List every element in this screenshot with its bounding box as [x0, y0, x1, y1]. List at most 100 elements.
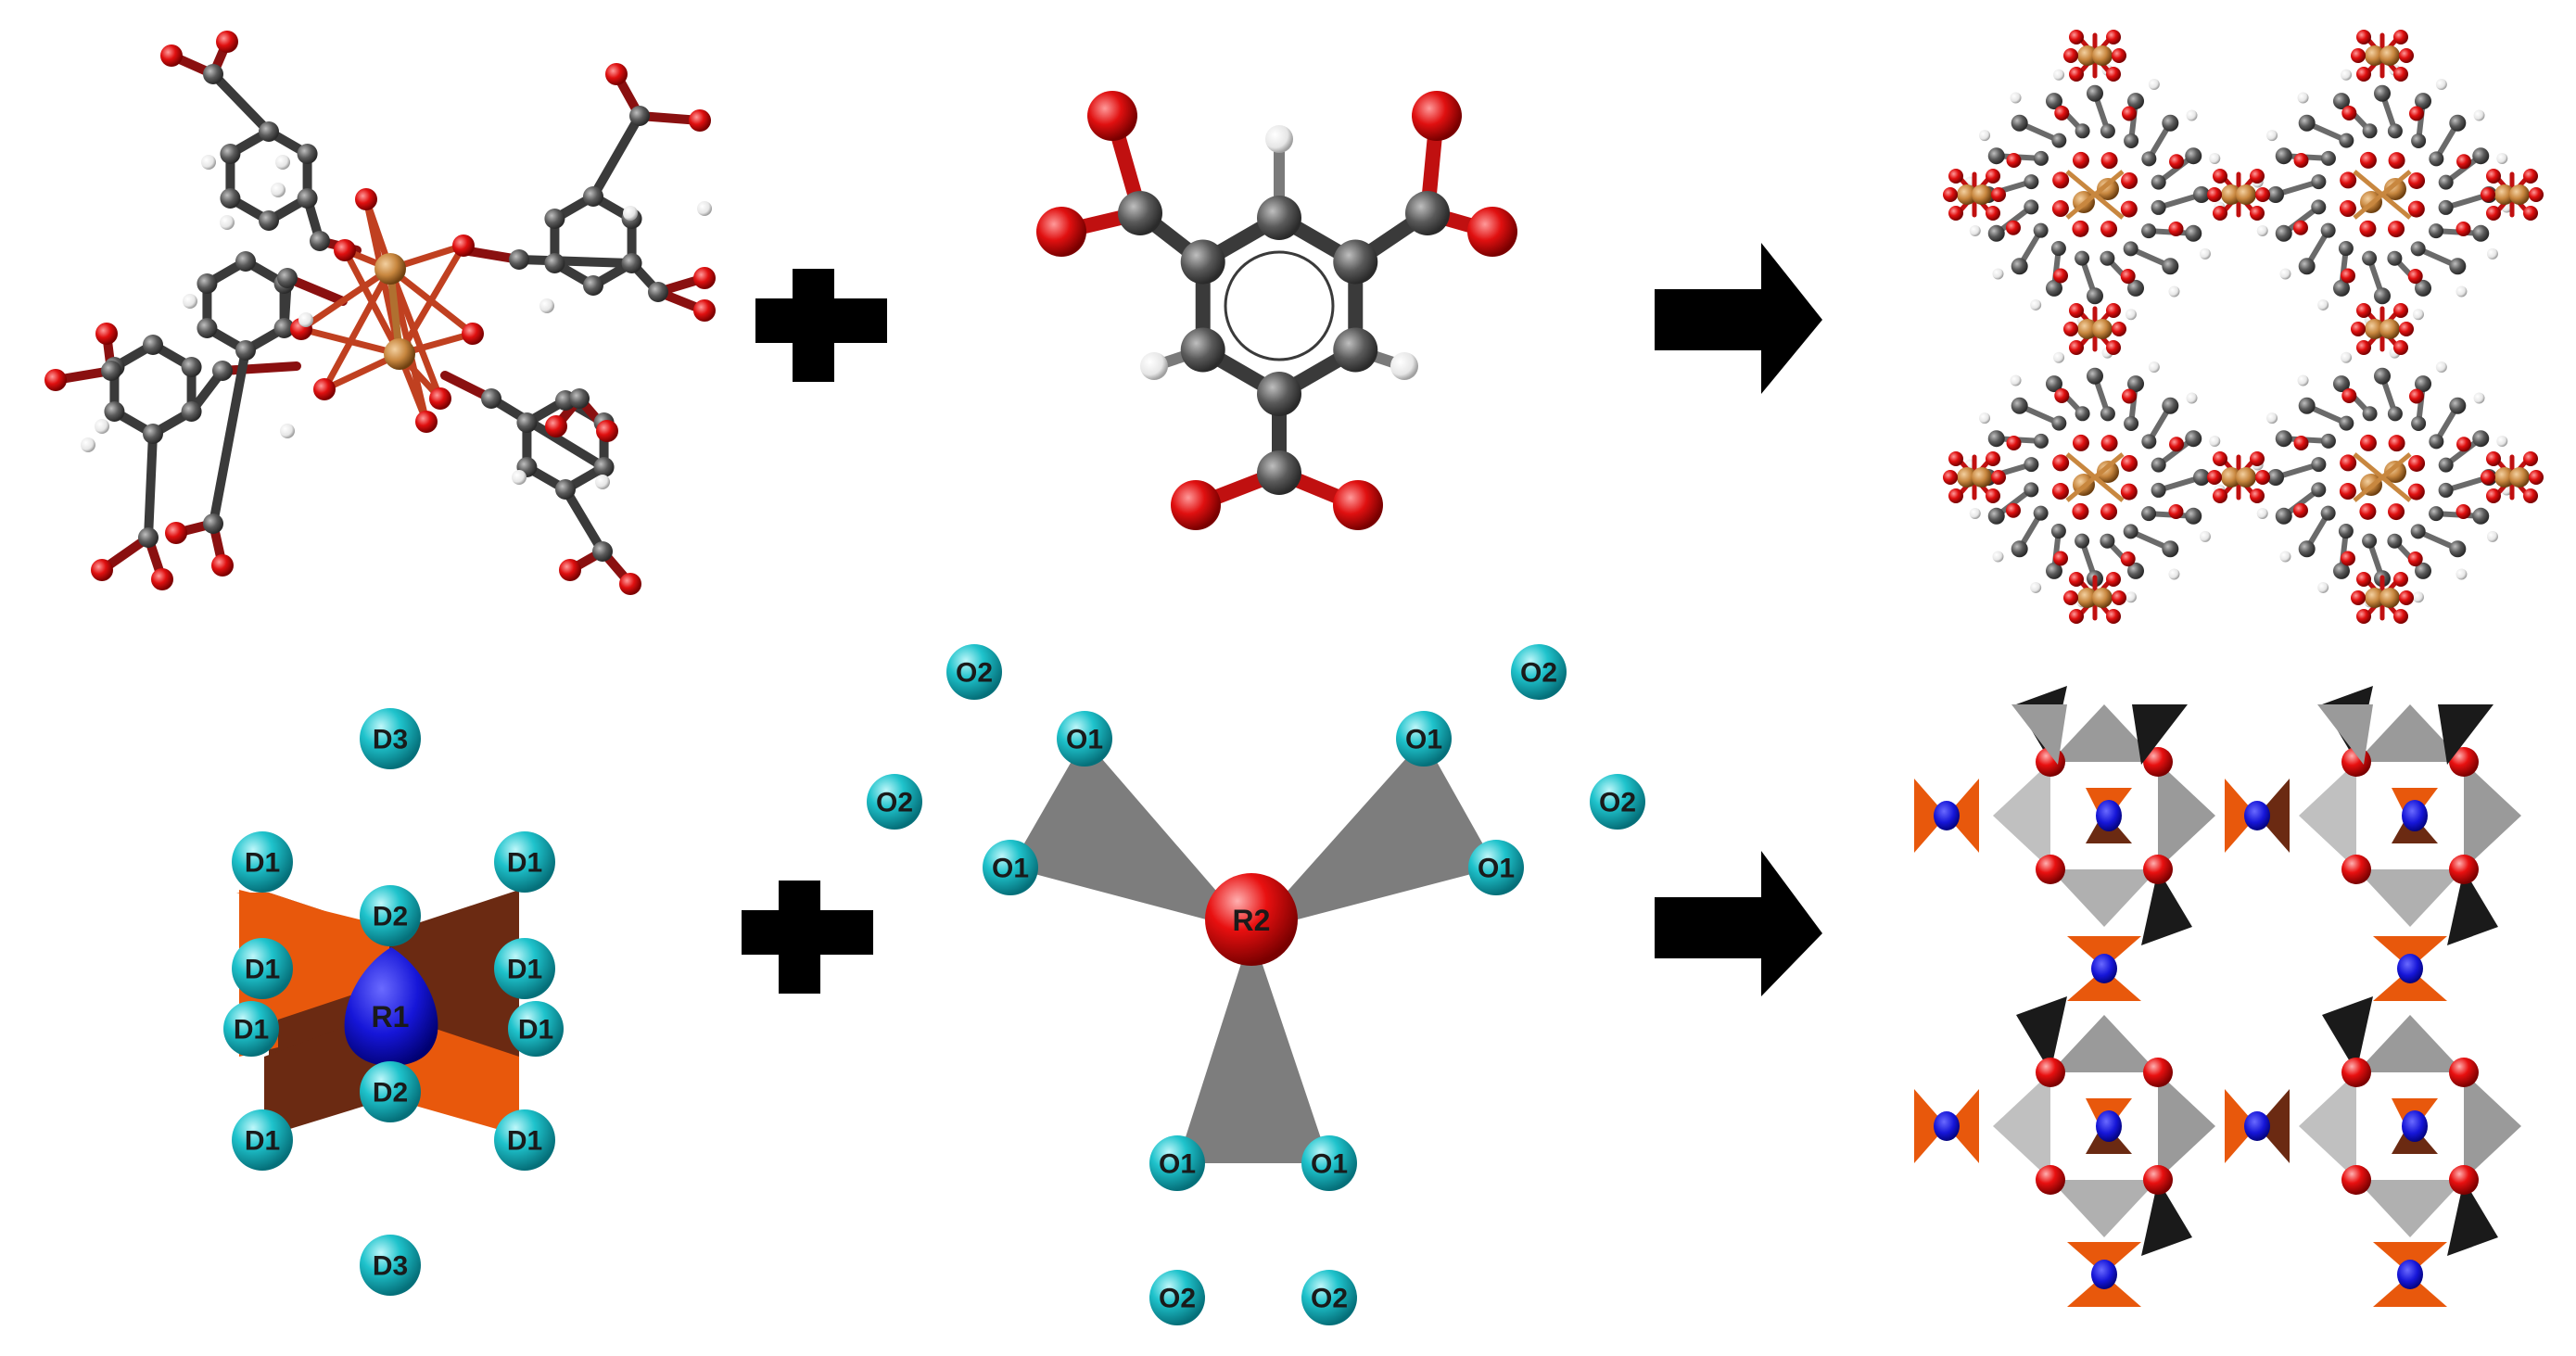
- carbon-atom: [2415, 562, 2432, 579]
- site-sphere: [1301, 1270, 1357, 1325]
- bond: [298, 325, 403, 358]
- paddlewheel-node: [2207, 169, 2270, 221]
- carbon-atom: [2011, 540, 2028, 558]
- oxygen-atom: [2120, 551, 2136, 567]
- carbon-atom: [101, 361, 121, 381]
- hydrogen-atom: [2010, 374, 2022, 387]
- carbon-atom: [2127, 93, 2145, 110]
- oxygen-atom: [2340, 454, 2357, 472]
- site-label: O2: [1159, 1284, 1196, 1314]
- carbon-atom: [2387, 406, 2403, 422]
- oxygen-atom: [2207, 470, 2222, 485]
- carbon-atom: [1257, 372, 1301, 416]
- oxygen-atom: [2106, 609, 2121, 624]
- oxygen-atom: [2063, 48, 2078, 63]
- oxygen-atom: [2523, 451, 2538, 466]
- carbon-atom: [2033, 150, 2049, 166]
- oxygen-atom: [2341, 387, 2357, 403]
- carbon-atom: [2087, 84, 2103, 102]
- carbon-atom: [2100, 123, 2115, 139]
- carbon-atom: [273, 318, 295, 338]
- oxygen-atom: [693, 267, 716, 289]
- blue-site: [2402, 1110, 2428, 1142]
- carbon-atom: [2185, 430, 2202, 448]
- copper-atom: [2379, 319, 2400, 339]
- gray-face: [2356, 1015, 2464, 1072]
- copper-atom: [1972, 184, 1992, 205]
- oxygen-atom: [2393, 340, 2408, 355]
- carbon-atom: [2311, 174, 2327, 190]
- carbon-atom: [2050, 524, 2066, 539]
- oxygen-atom: [334, 239, 356, 261]
- oxygen-atom: [2168, 221, 2184, 236]
- coarse-grained-btc: [1010, 739, 1496, 1163]
- hydrogen-atom: [2473, 109, 2485, 121]
- carbon-atom: [2162, 258, 2179, 275]
- oxygen-atom: [2393, 609, 2408, 624]
- oxygen-atom: [2112, 48, 2126, 63]
- carbon-atom: [2141, 151, 2157, 167]
- carbon-atom: [2311, 199, 2327, 215]
- hydrogen-atom: [2266, 130, 2278, 142]
- site-sphere: [1149, 1135, 1205, 1191]
- site-o1: O1: [983, 840, 1038, 895]
- hydrogen-atom: [2279, 268, 2291, 280]
- copper-atom: [2379, 45, 2400, 66]
- site-sphere: [494, 831, 555, 893]
- oxygen-atom: [2351, 590, 2366, 605]
- carbon-atom: [2311, 482, 2327, 498]
- paddlewheel-node: [2063, 30, 2126, 82]
- aromatic-ring: [1224, 250, 1335, 361]
- carbon-atom: [2362, 533, 2378, 549]
- red-site: [2036, 1058, 2065, 1087]
- hydrogen-atom: [2496, 153, 2508, 165]
- carbon-atom: [2185, 224, 2202, 242]
- red-site: [2143, 1165, 2173, 1195]
- carbon-atom: [310, 231, 330, 251]
- bond: [2065, 452, 2125, 502]
- copper-atom: [2077, 588, 2098, 608]
- oxygen-atom: [2054, 105, 2070, 120]
- oxygen-atom: [2072, 502, 2089, 520]
- oxygen-atom: [1991, 187, 2006, 202]
- gray-face: [2299, 1072, 2356, 1180]
- carbon-atom: [2124, 415, 2139, 431]
- site-sphere: [1590, 774, 1645, 830]
- hydrogen-atom: [1969, 224, 1981, 236]
- hydrogen-atom: [2053, 351, 2065, 363]
- hydrogen-atom: [2341, 69, 2353, 81]
- red-site: [2036, 1165, 2065, 1195]
- carbon-atom: [2127, 279, 2145, 297]
- carbon-atom: [2193, 469, 2210, 486]
- carbon-atom: [1987, 224, 2005, 242]
- carbon-atom: [181, 357, 202, 377]
- paddlewheel-node: [2481, 169, 2544, 221]
- copper-atom: [2494, 184, 2515, 205]
- oxygen-atom: [2339, 483, 2356, 501]
- oxygen-atom: [2407, 269, 2423, 285]
- carbon-atom: [212, 361, 233, 381]
- carbon-atom: [197, 318, 218, 338]
- oxygen-atom: [2456, 154, 2472, 170]
- copper-atom: [2077, 319, 2098, 339]
- carbon-atom: [2100, 533, 2115, 549]
- carbon-atom: [1987, 430, 2005, 448]
- oxygen-atom: [2341, 551, 2356, 566]
- oxygen-atom: [2121, 106, 2137, 121]
- carbon-atom: [104, 401, 125, 422]
- carbon-atom: [2298, 540, 2316, 558]
- carbon-atom: [2374, 84, 2391, 102]
- site-label: D1: [507, 848, 542, 879]
- site-label: D2: [373, 1078, 408, 1109]
- oxygen-atom: [151, 568, 173, 590]
- oxygen-atom: [2399, 322, 2414, 336]
- coarse-grained-framework: [1914, 686, 2521, 1307]
- hydrogen-atom: [271, 183, 286, 197]
- carbon-atom: [509, 249, 529, 270]
- hydrogen-atom: [81, 437, 95, 452]
- copper-atom: [2097, 461, 2119, 483]
- site-label: O1: [992, 854, 1029, 884]
- oxygen-atom: [2169, 437, 2185, 452]
- oxygen-atom: [2341, 268, 2356, 284]
- oxygen-atom: [2393, 303, 2408, 318]
